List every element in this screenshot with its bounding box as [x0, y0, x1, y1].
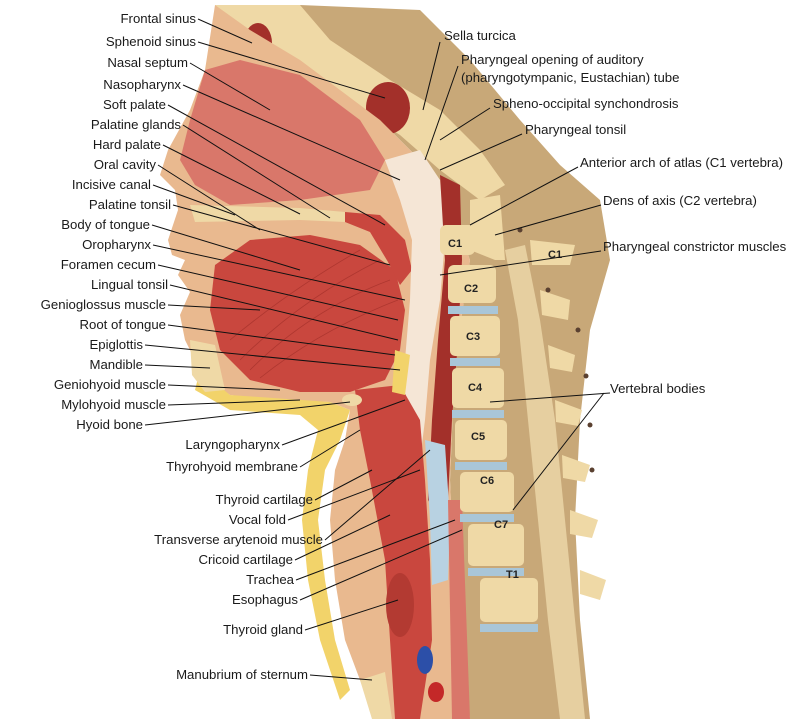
label-palatine-glands: Palatine glands	[91, 117, 182, 132]
vertebra-label-c2: C2	[464, 283, 478, 295]
label-thyroid-gland: Thyroid gland	[223, 622, 303, 637]
vertebra-label-c1-atlas: C1	[448, 238, 462, 250]
label-geniohyoid-muscle: Geniohyoid muscle	[54, 377, 166, 392]
label-vertebral-bodies: Vertebral bodies	[610, 381, 706, 396]
label-spheno-occipital-synchondrosis: Spheno-occipital synchondrosis	[493, 96, 679, 111]
vessel-blue	[417, 646, 433, 674]
epiglottis-shape	[392, 350, 410, 395]
label-thyrohyoid-membrane: Thyrohyoid membrane	[166, 459, 298, 474]
label-anterior-arch-of-atlas: Anterior arch of atlas (C1 vertebra)	[580, 155, 783, 170]
manubrium-shape	[360, 672, 392, 719]
label-foramen-cecum: Foramen cecum	[61, 257, 156, 272]
label-soft-palate: Soft palate	[103, 97, 166, 112]
vertebra-label-c3: C3	[466, 331, 480, 343]
vertebra-label-group: C1 C1 C2 C3 C4 C5 C6 C7 T1	[448, 238, 562, 581]
label-incisive-canal: Incisive canal	[72, 177, 151, 192]
vertebral-column	[440, 195, 606, 719]
label-palatine-tonsil: Palatine tonsil	[89, 197, 171, 212]
label-hard-palate: Hard palate	[93, 137, 161, 152]
label-lingual-tonsil: Lingual tonsil	[91, 277, 168, 292]
label-esophagus: Esophagus	[232, 592, 298, 607]
pharynx-airway	[385, 150, 445, 470]
vertebra-label-c4: C4	[468, 382, 483, 394]
hard-palate	[190, 205, 345, 222]
soft-palate-shape	[345, 212, 412, 285]
thyroid-gland-shape	[386, 573, 414, 637]
label-epiglottis: Epiglottis	[89, 337, 143, 352]
label-pharyngeal-opening-line1: Pharyngeal opening of auditory	[461, 52, 644, 67]
submental-fat	[195, 370, 350, 700]
label-vocal-fold: Vocal fold	[229, 512, 286, 527]
label-laryngopharynx: Laryngopharynx	[185, 437, 280, 452]
vessel-red	[428, 682, 444, 702]
label-cricoid-cartilage: Cricoid cartilage	[198, 552, 293, 567]
label-nasal-septum: Nasal septum	[107, 55, 188, 70]
vertebra-label-c1-posterior: C1	[548, 249, 562, 261]
label-root-of-tongue: Root of tongue	[79, 317, 166, 332]
vertebra-label-c7: C7	[494, 519, 508, 531]
label-pharyngeal-tonsil: Pharyngeal tonsil	[525, 122, 626, 137]
label-hyoid-bone: Hyoid bone	[76, 417, 143, 432]
lower-labels: Laryngopharynx Thyrohyoid membrane Thyro…	[154, 437, 323, 682]
mandible-shape	[190, 340, 225, 392]
label-trachea: Trachea	[246, 572, 295, 587]
back-dots	[517, 227, 595, 473]
label-thyroid-cartilage: Thyroid cartilage	[216, 492, 313, 507]
label-manubrium-of-sternum: Manubrium of sternum	[176, 667, 308, 682]
label-oropharynx: Oropharynx	[82, 237, 151, 252]
label-mylohyoid-muscle: Mylohyoid muscle	[61, 397, 166, 412]
label-oral-cavity: Oral cavity	[94, 157, 157, 172]
esophagus-shape	[448, 500, 470, 719]
hyoid-shape	[342, 394, 362, 406]
vertebra-label-c5: C5	[471, 431, 485, 443]
leader-lines	[144, 18, 611, 681]
label-sphenoid-sinus: Sphenoid sinus	[106, 34, 197, 49]
label-frontal-sinus: Frontal sinus	[121, 11, 197, 26]
left-labels: Frontal sinus Sphenoid sinus Nasal septu…	[41, 11, 197, 432]
pharyngeal-wall	[428, 175, 462, 520]
trachea-cartilage	[425, 440, 450, 585]
label-sella-turcica: Sella turcica	[444, 28, 516, 43]
label-body-of-tongue: Body of tongue	[61, 217, 150, 232]
label-genioglossus-muscle: Genioglossus muscle	[41, 297, 166, 312]
nasal-cavity	[180, 60, 385, 205]
label-pharyngeal-opening-line2: (pharyngotympanic, Eustachian) tube	[461, 70, 679, 85]
larynx	[355, 385, 432, 719]
vertebra-label-c6: C6	[480, 475, 494, 487]
tongue	[210, 235, 405, 392]
tongue-fibres	[229, 249, 399, 379]
label-pharyngeal-constrictor-muscles: Pharyngeal constrictor muscles	[603, 239, 787, 254]
vertebra-label-t1: T1	[506, 569, 519, 581]
label-dens-of-axis: Dens of axis (C2 vertebra)	[603, 193, 757, 208]
right-labels: Sella turcica Pharyngeal opening of audi…	[444, 28, 787, 396]
illustration	[160, 5, 610, 719]
label-nasopharynx: Nasopharynx	[103, 77, 181, 92]
label-transverse-arytenoid-muscle: Transverse arytenoid muscle	[154, 532, 323, 547]
label-mandible: Mandible	[89, 357, 143, 372]
